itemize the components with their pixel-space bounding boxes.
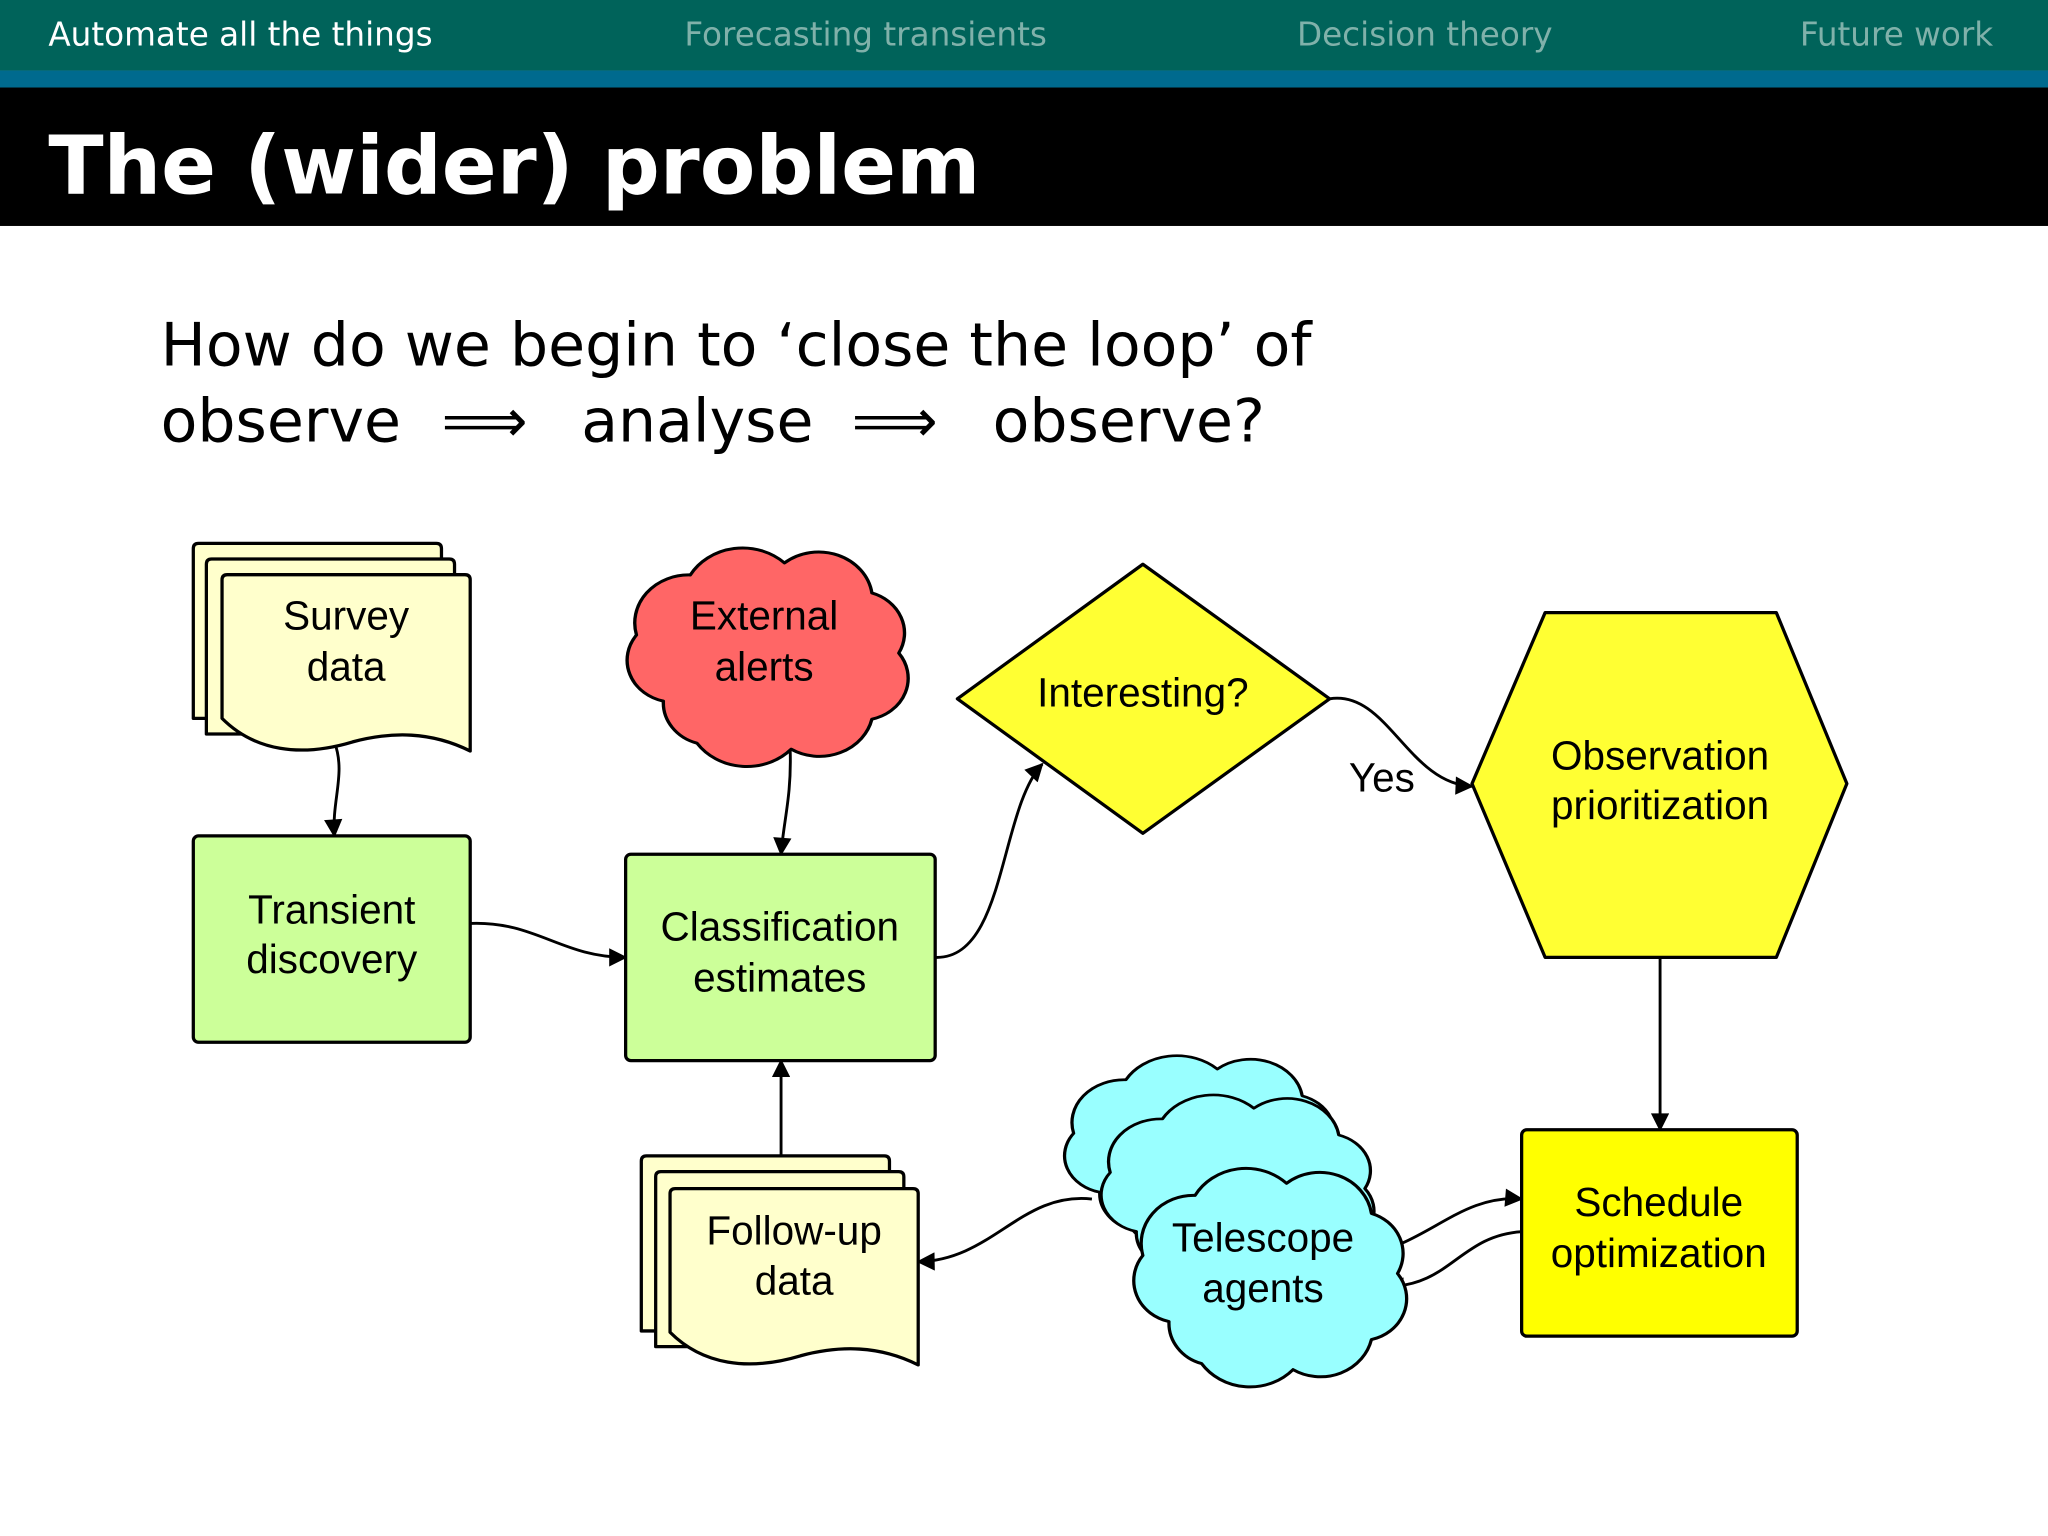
followup-data-node: Follow-up data xyxy=(639,1154,920,1367)
prioritization-label: prioritization xyxy=(1551,782,1769,828)
transient-discovery-node: Transient discovery xyxy=(191,834,472,1044)
edge-survey-to-discovery xyxy=(324,741,343,838)
survey-data-node: Survey data xyxy=(191,541,472,753)
edges: Yes xyxy=(324,696,1670,1296)
implies-arrow-icon: ⟹ xyxy=(852,386,938,456)
followup-data-label: Follow-up xyxy=(706,1208,881,1254)
edge-agents-to-followup xyxy=(916,1197,1093,1271)
followup-data-label: data xyxy=(755,1257,834,1303)
telescope-agents-label: Telescope xyxy=(1172,1214,1354,1260)
prioritization-label: Observation xyxy=(1551,732,1769,778)
survey-data-label: data xyxy=(307,643,386,689)
implies-arrow-icon: ⟹ xyxy=(441,386,527,456)
edge-classification-to-interesting xyxy=(935,762,1044,959)
edge-discovery-to-classification xyxy=(470,921,628,967)
question-line-2: observe ⟹ analyse ⟹ observe? xyxy=(161,386,1265,456)
interesting-label: Interesting? xyxy=(1037,670,1248,716)
classification-estimates-node: Classification estimates xyxy=(623,852,937,1063)
edge-interesting-to-prioritization xyxy=(1329,696,1474,795)
schedule-label: optimization xyxy=(1551,1230,1767,1276)
nav-bar: Automate all the things Forecasting tran… xyxy=(0,0,2048,88)
interesting-decision-node: Interesting? xyxy=(955,562,1332,835)
schedule-label: Schedule xyxy=(1574,1179,1743,1225)
classification-label: estimates xyxy=(693,954,866,1000)
nav-item-automate[interactable]: Automate all the things xyxy=(48,16,432,54)
schedule-optimization-node: Schedule optimization xyxy=(1520,1128,1799,1338)
transient-discovery-label: discovery xyxy=(246,936,418,982)
observation-prioritization-node: Observation prioritization xyxy=(1470,610,1849,960)
telescope-agents-label: agents xyxy=(1202,1265,1324,1311)
survey-data-label: Survey xyxy=(283,593,410,639)
edge-schedule-to-agents xyxy=(1385,1230,1522,1296)
classification-label: Classification xyxy=(661,903,899,949)
external-alerts-label: alerts xyxy=(715,643,814,689)
telescope-agents-node: Telescope agents xyxy=(1062,1054,1409,1389)
external-alerts-label: External xyxy=(690,593,838,639)
edge-alerts-to-classification xyxy=(773,750,792,857)
edge-agents-to-schedule xyxy=(1400,1188,1524,1245)
word-observe: observe xyxy=(161,386,401,456)
word-observe-q: observe? xyxy=(993,386,1265,456)
external-alerts-node: External alerts xyxy=(625,546,910,769)
page-title: The (wider) problem xyxy=(48,119,980,213)
yes-label: Yes xyxy=(1349,755,1415,801)
question-line-1: How do we begin to ‘close the loop’ of xyxy=(161,311,1314,381)
transient-discovery-label: Transient xyxy=(248,886,415,932)
word-analyse: analyse xyxy=(581,386,813,456)
title-bar: The (wider) problem xyxy=(0,87,2048,226)
nav-item-future-work[interactable]: Future work xyxy=(1800,16,1993,54)
nav-item-decision-theory[interactable]: Decision theory xyxy=(1297,16,1553,54)
nav-item-forecasting[interactable]: Forecasting transients xyxy=(684,16,1047,54)
